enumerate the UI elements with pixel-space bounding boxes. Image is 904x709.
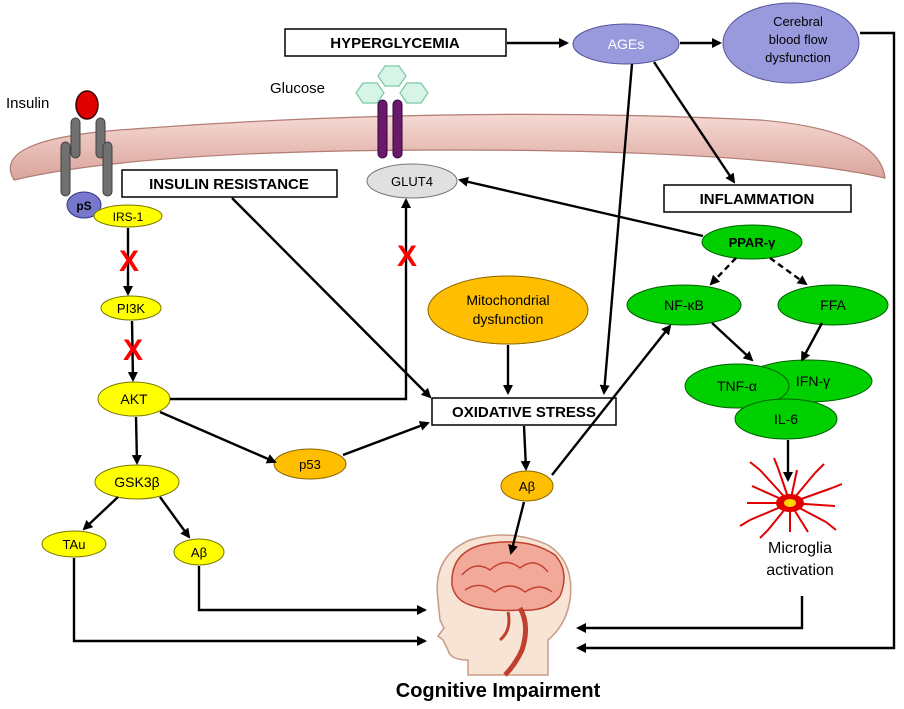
glut4-node (366, 163, 458, 199)
cerebral-label-3: dysfunction (765, 50, 831, 65)
arrow-insulin-resistance-oxidative (231, 197, 432, 399)
cognitive-impairment-label: Cognitive Impairment (396, 680, 601, 702)
irs1-label: IRS-1 (113, 210, 144, 224)
arrow-cerebral-brain (576, 31, 896, 653)
ffa-node (777, 284, 889, 326)
microglia-label-2: activation (766, 562, 834, 579)
arrow-tau-brain (72, 558, 427, 646)
abeta-center-label: Aβ (519, 479, 535, 494)
mito-label-1: Mitochondrial (466, 292, 549, 308)
p53-label: p53 (299, 457, 321, 472)
arrow-gsk3b-tau (82, 496, 119, 531)
arrow-ages-oxidative (599, 63, 634, 395)
cerebral-label-1: Cerebral (773, 14, 823, 29)
abeta-center-node (500, 470, 554, 502)
glucose-molecules (355, 65, 429, 104)
arrow-abeta-nfkb (551, 324, 672, 476)
ifng-label: IFN-γ (796, 373, 830, 389)
ppar-label: PPAR-γ (729, 235, 776, 250)
irs1-node (93, 204, 163, 228)
gsk3b-label: GSK3β (114, 474, 159, 490)
arrow-abeta-left-brain (197, 566, 427, 615)
oxidative-stress-label: OXIDATIVE STRESS (452, 404, 596, 421)
p53-node (273, 448, 347, 480)
abeta-left-node (173, 538, 225, 566)
mito-label-2: dysfunction (473, 311, 544, 327)
tnfa-node (684, 363, 790, 409)
microglia-cell-icon (739, 457, 843, 539)
ages-node (572, 23, 680, 65)
microglia-label-1: Microglia (768, 540, 832, 557)
arrow-akt-p53 (159, 410, 277, 464)
arrow-oxidative-abeta (520, 425, 531, 471)
arrow-microglia-brain (576, 596, 804, 633)
insulin-molecule (75, 90, 99, 120)
glucose-label: Glucose (270, 80, 325, 97)
arrow-nfkb-cytokines (711, 322, 754, 362)
hyperglycemia-box (284, 28, 507, 57)
ps-label: pS (76, 199, 91, 213)
tnfa-label: TNF-α (717, 378, 757, 394)
arrow-ffa-cytokines (800, 322, 824, 362)
inflammation-label: INFLAMMATION (700, 191, 815, 208)
inflammation-box (663, 184, 852, 213)
arrow-ppar-ffa (769, 257, 808, 286)
insulin-resistance-label: INSULIN RESISTANCE (149, 176, 309, 193)
insulin-label: Insulin (6, 95, 49, 112)
glut4-transporter (377, 99, 403, 159)
arrow-ppar-glut4 (458, 176, 704, 238)
arrow-abeta-brain (508, 501, 526, 555)
arrow-akt-gsk3b (131, 416, 142, 465)
akt-label: AKT (120, 391, 148, 407)
cell-membrane (9, 113, 886, 181)
il6-node (734, 398, 838, 440)
nfkb-node (626, 284, 742, 326)
block-mark-pi3k-akt: X (123, 334, 143, 367)
arrow-ages-inflammation (653, 61, 736, 184)
arrow-pi3k-akt (127, 320, 138, 382)
tau-label: TAu (63, 537, 86, 552)
insulin-receptor (60, 90, 113, 197)
pi3k-label: PI3K (117, 301, 146, 316)
ppar-node (701, 224, 803, 260)
tau-node (41, 530, 107, 558)
nfkb-label: NF-κB (664, 297, 704, 313)
il6-label: IL-6 (774, 411, 798, 427)
brain-head-icon (436, 534, 572, 677)
oxidative-stress-box (431, 397, 617, 426)
block-mark-irs1-pi3k: X (119, 245, 139, 278)
arrow-akt-glut4 (170, 198, 411, 401)
hyperglycemia-label: HYPERGLYCEMIA (330, 35, 460, 52)
cerebral-label-2: blood flow (769, 32, 828, 47)
cerebral-node (722, 2, 860, 84)
arrow-p53-oxidative (342, 421, 430, 457)
block-mark-akt-glut4: X (397, 240, 417, 273)
arrow-ppar-nfkb (709, 257, 737, 286)
arrow-gsk3b-abeta (159, 496, 191, 539)
ages-label: AGEs (608, 36, 645, 52)
glut4-label: GLUT4 (391, 174, 433, 189)
ps-node (66, 191, 102, 219)
insulin-resistance-box (121, 169, 338, 198)
ffa-label: FFA (820, 297, 846, 313)
pi3k-node (100, 295, 162, 321)
abeta-left-label: Aβ (191, 545, 207, 560)
mitochondrial-node (427, 275, 589, 345)
pathway-arrows (72, 31, 896, 653)
gsk3b-node (94, 464, 180, 500)
